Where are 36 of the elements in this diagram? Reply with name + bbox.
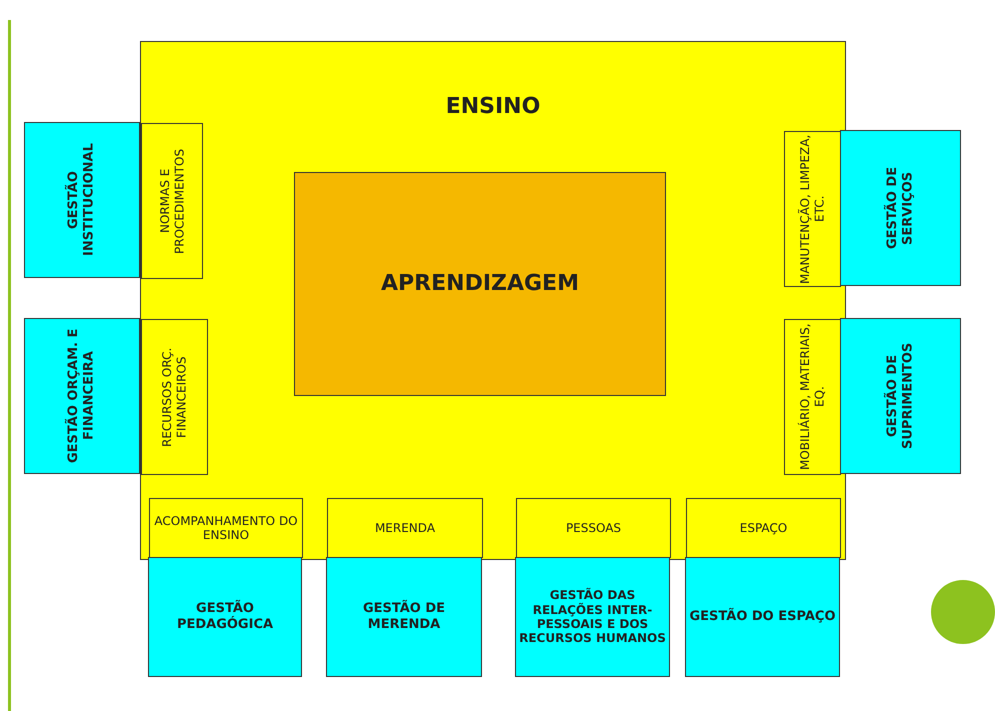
box-label: ACOMPANHAMENTO DO ENSINO (153, 512, 299, 544)
area-box (141, 123, 203, 279)
area-box (516, 498, 671, 558)
management-box (24, 122, 140, 278)
box-label: GESTÃO PEDAGÓGICA (176, 599, 274, 634)
area-box (327, 498, 483, 558)
management-box (148, 557, 302, 677)
management-box (24, 318, 140, 474)
area-box (141, 319, 208, 475)
management-box (840, 318, 961, 474)
box-label: MERENDA (374, 520, 436, 537)
management-box (840, 130, 961, 286)
box-label: NORMAS E PROCEDIMENTOS (156, 147, 187, 256)
management-box (326, 557, 482, 677)
central-box (294, 172, 666, 396)
box-label: GESTÃO DE SERVIÇOS (883, 166, 916, 252)
area-title: ENSINO (444, 93, 542, 121)
box-label: GESTÃO DAS RELAÇÕES INTER-PESSOAIS E DOS RECURSOS HUMANOS (518, 586, 667, 648)
management-box (685, 557, 840, 677)
box-label: GESTÃO INSTITUCIONAL (64, 142, 98, 258)
area-box (686, 498, 841, 558)
box-label: GESTÃO DO ESPAÇO (688, 607, 836, 626)
box-label: GESTÃO ORÇAM. E FINANCEIRA (64, 328, 98, 466)
box-label: ESPAÇO (738, 520, 788, 537)
box-label: MOBILIÁRIO, MATERIAIS, EQ. (796, 322, 828, 472)
area-box (784, 319, 841, 475)
box-label: GESTÃO DE MERENDA (362, 599, 446, 634)
box-label: PESSOAS (564, 520, 622, 537)
outer-area (140, 41, 846, 560)
box-label: MANUTENÇÃO, LIMPEZA, ETC. (797, 133, 828, 286)
box-label: GESTÃO DE SUPRIMENTOS (883, 342, 916, 452)
area-box (784, 131, 841, 287)
box-label: RECURSOS ORÇ. FINANCEIROS (159, 346, 190, 449)
box-label: APRENDIZAGEM (380, 270, 580, 298)
area-box (149, 498, 303, 558)
management-box (515, 557, 670, 677)
